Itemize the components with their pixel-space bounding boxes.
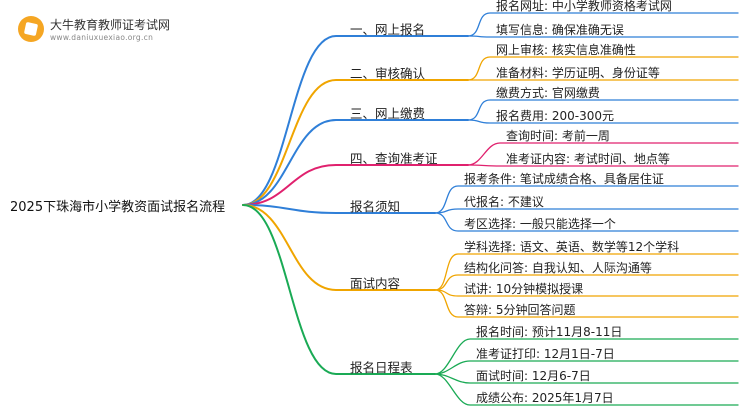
branch-node: 四、查询准考证 bbox=[350, 151, 438, 166]
leaf-connector bbox=[467, 142, 739, 166]
leaf-node: 报名网址: 中小学教师资格考试网 bbox=[496, 0, 672, 13]
branch-node: 二、审核确认 bbox=[350, 66, 426, 81]
branch-node: 面试内容 bbox=[350, 276, 401, 291]
leaf-connector bbox=[434, 185, 739, 214]
leaf-connector bbox=[434, 360, 739, 375]
branch-connector bbox=[242, 35, 469, 206]
leaf-connector bbox=[434, 212, 739, 232]
leaf-node: 代报名: 不建议 bbox=[464, 195, 544, 209]
leaf-connector bbox=[467, 164, 739, 167]
leaf-node: 结构化问答: 自我认知、人际沟通等 bbox=[464, 261, 652, 275]
branch-connector bbox=[242, 204, 436, 375]
leaf-connector bbox=[434, 274, 739, 291]
leaf-connector bbox=[434, 338, 739, 375]
leaf-connector bbox=[434, 373, 739, 406]
leaf-node: 查询时间: 考前一周 bbox=[506, 129, 610, 143]
leaf-node: 准考证打印: 12月1日-7日 bbox=[476, 347, 615, 361]
leaf-node: 网上审核: 核实信息准确性 bbox=[496, 43, 636, 57]
leaf-node: 答辩: 5分钟回答问题 bbox=[464, 303, 576, 317]
branch-connector bbox=[242, 204, 436, 291]
leaf-node: 缴费方式: 官网缴费 bbox=[496, 86, 600, 100]
logo-title: 大牛教育教师证考试网 bbox=[50, 18, 171, 32]
leaf-node: 成绩公布: 2025年1月7日 bbox=[476, 391, 614, 405]
branch-node: 三、网上缴费 bbox=[350, 106, 426, 121]
leaf-connector bbox=[434, 289, 739, 318]
branch-connector bbox=[242, 79, 469, 206]
leaf-node: 面试时间: 12月6-7日 bbox=[476, 369, 591, 383]
leaf-node: 学科选择: 语文、英语、数学等12个学科 bbox=[464, 240, 680, 254]
branch-node: 报名日程表 bbox=[350, 360, 413, 375]
leaf-connector bbox=[467, 35, 739, 38]
site-logo: 大牛教育教师证考试网 www.daniuxuexiao.org.cn bbox=[18, 12, 248, 46]
leaf-node: 报考条件: 笔试成绩合格、具备居住证 bbox=[464, 172, 664, 186]
book-icon bbox=[18, 16, 44, 42]
logo-url: www.daniuxuexiao.org.cn bbox=[50, 33, 154, 42]
leaf-node: 报名费用: 200-300元 bbox=[496, 109, 614, 123]
leaf-connector bbox=[467, 99, 739, 121]
leaf-node: 考区选择: 一般只能选择一个 bbox=[464, 217, 616, 231]
branch-connector bbox=[242, 204, 436, 214]
leaf-node: 准考证内容: 考试时间、地点等 bbox=[506, 152, 670, 166]
leaf-connector bbox=[467, 56, 739, 81]
branch-node: 一、网上报名 bbox=[350, 22, 426, 37]
leaf-connector bbox=[467, 12, 739, 37]
branch-connector bbox=[242, 119, 469, 206]
branch-node: 报名须知 bbox=[350, 199, 401, 214]
leaf-connector bbox=[434, 253, 739, 291]
root-node: 2025下珠海市小学教资面试报名流程 bbox=[10, 200, 226, 215]
leaf-node: 试讲: 10分钟模拟授课 bbox=[464, 282, 584, 296]
leaf-connector bbox=[467, 119, 739, 124]
branch-connector bbox=[242, 164, 469, 206]
leaf-node: 报名时间: 预计11月8-11日 bbox=[476, 325, 623, 339]
leaf-node: 准备材料: 学历证明、身份证等 bbox=[496, 66, 660, 80]
leaf-node: 填写信息: 确保准确无误 bbox=[496, 23, 624, 37]
